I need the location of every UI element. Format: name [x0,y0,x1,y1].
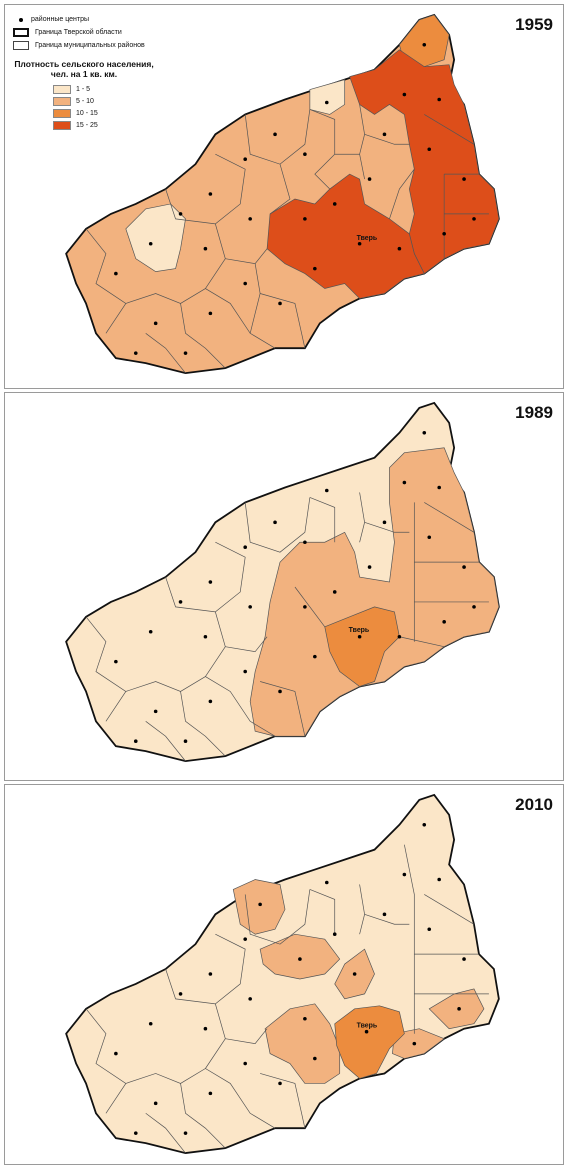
legend-class: 15 - 25 [53,120,159,132]
district-center-dot-icon [19,17,23,22]
city-label-tver: Тверь [357,1023,378,1030]
district-boundaries [85,844,489,1154]
legend-swatch [53,121,71,131]
district [259,933,341,980]
district [349,49,500,275]
district-centers [114,43,476,355]
legend-class-label: 10 - 15 [76,110,98,118]
district [249,447,500,737]
legend-class: 10 - 15 [53,108,159,120]
legend-class: 5 - 10 [53,96,159,108]
map-panel-2010: Тверь 2010 [4,784,564,1165]
district-centers [114,431,476,743]
legend-swatch [53,109,71,119]
legend-centers: районные центры [13,13,159,26]
map-panel-1989: Тверь 1989 [4,392,564,781]
legend-region-boundary: Граница Тверской области [13,26,159,39]
district [324,606,400,687]
legend-swatch [53,85,71,95]
legend-class-label: 15 - 25 [76,122,98,130]
legend-class: 1 - 5 [53,84,159,96]
region-map-1959: Тверь [65,13,500,374]
legend-class-label: 5 - 10 [76,98,94,106]
district-boundaries [85,104,489,374]
map-panel-1959: Тверь 1959 районные центры Граница Тверс… [4,4,564,389]
city-label-tver: Тверь [349,627,370,634]
thick-boundary-icon [13,28,29,37]
district [334,1005,405,1079]
district [309,79,346,115]
legend-region-boundary-label: Граница Тверской области [35,29,122,36]
district [232,879,286,935]
thin-boundary-icon [13,41,29,50]
district [264,1003,341,1084]
district [266,173,425,299]
legend-classes: 1 - 5 5 - 10 10 - 15 15 - 25 [53,84,159,132]
district-boundaries [85,492,489,762]
year-label: 1989 [515,403,553,422]
legend-title: Плотность сельского населения, чел. на 1… [14,59,154,79]
legend-class-label: 1 - 5 [76,86,91,94]
legend: районные центры Граница Тверской области… [13,13,159,132]
city-label-tver: Тверь [357,235,378,242]
region-map-2010: Тверь [65,793,500,1154]
district-centers [114,822,466,1135]
district [125,203,186,272]
year-label: 2010 [515,795,553,814]
legend-swatch [53,97,71,107]
legend-municipal-boundary: Граница муниципальных районов [13,39,159,52]
region-map-1989: Тверь [65,401,500,763]
year-label: 1959 [515,15,553,34]
legend-municipal-boundary-label: Граница муниципальных районов [35,42,145,49]
legend-centers-label: районные центры [31,16,90,23]
district [392,1028,445,1059]
